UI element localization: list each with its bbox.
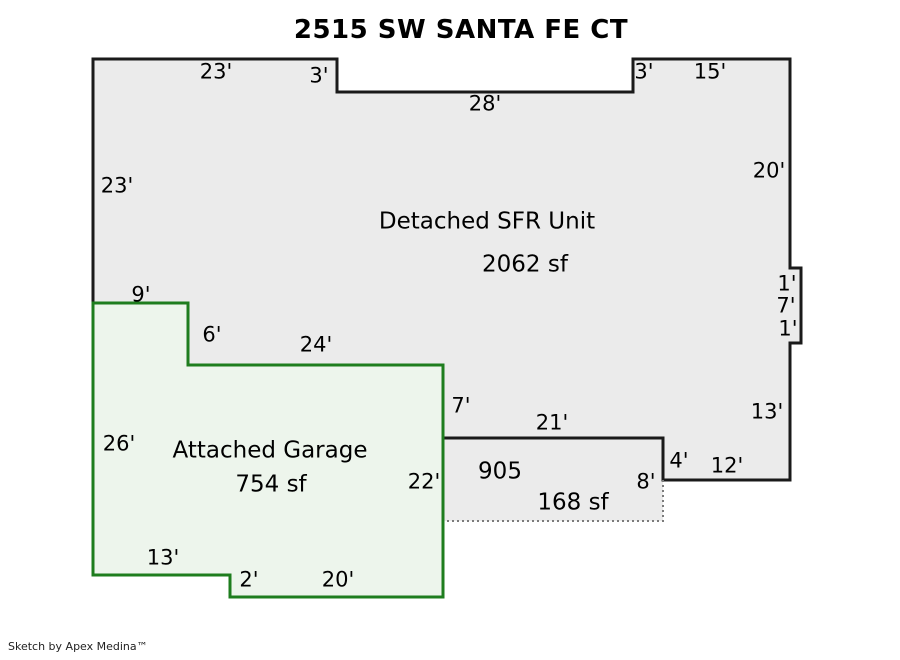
dim-right-20ft: 20' — [752, 158, 786, 183]
dim-notch-1ft-top: 1' — [777, 271, 797, 296]
dim-addition-8ft: 8' — [636, 469, 656, 494]
dim-notch-7ft: 7' — [776, 293, 796, 318]
dim-garage-right-22ft: 22' — [407, 469, 441, 494]
dim-top-step2-3ft: 3' — [634, 59, 654, 84]
garage-sqft-label: 754 sf — [235, 471, 307, 498]
addition-dotted-border — [443, 480, 664, 522]
dim-top-23ft: 23' — [199, 59, 233, 84]
dim-garage-left-26ft: 26' — [102, 431, 136, 456]
garage-shape — [91, 301, 445, 599]
addition-area-shape — [443, 438, 663, 521]
main-unit-name-label: Detached SFR Unit — [378, 208, 596, 235]
dim-top-28ft: 28' — [468, 91, 502, 116]
dim-step-4ft: 4' — [669, 448, 689, 473]
dim-left-23ft: 23' — [100, 173, 134, 198]
garage-name-label: Attached Garage — [172, 437, 368, 464]
dim-garage-step-2ft: 2' — [239, 567, 259, 592]
dim-garage-bottom-20ft: 20' — [321, 567, 355, 592]
dim-bottom-21ft: 21' — [535, 410, 569, 435]
page-title: 2515 SW SANTA FE CT — [293, 15, 629, 45]
dim-garage-step-6ft: 6' — [202, 322, 222, 347]
addition-code-label: 905 — [478, 458, 522, 485]
dim-top-15ft: 15' — [693, 59, 727, 84]
dim-garage-top-24ft: 24' — [299, 332, 333, 357]
dim-bottom-12ft: 12' — [710, 453, 744, 478]
dim-inner-7ft: 7' — [451, 393, 471, 418]
dim-top-step-3ft: 3' — [309, 63, 329, 88]
sketch-credit: Sketch by Apex Medina™ — [8, 640, 148, 653]
dim-notch-1ft-bottom: 1' — [778, 316, 798, 341]
main-unit-sqft-label: 2062 sf — [482, 251, 568, 278]
dim-garage-bottom-13ft: 13' — [146, 545, 180, 570]
dim-right-13ft: 13' — [750, 399, 784, 424]
addition-sqft-label: 168 sf — [537, 489, 609, 516]
dim-garage-top-9ft: 9' — [131, 282, 151, 307]
